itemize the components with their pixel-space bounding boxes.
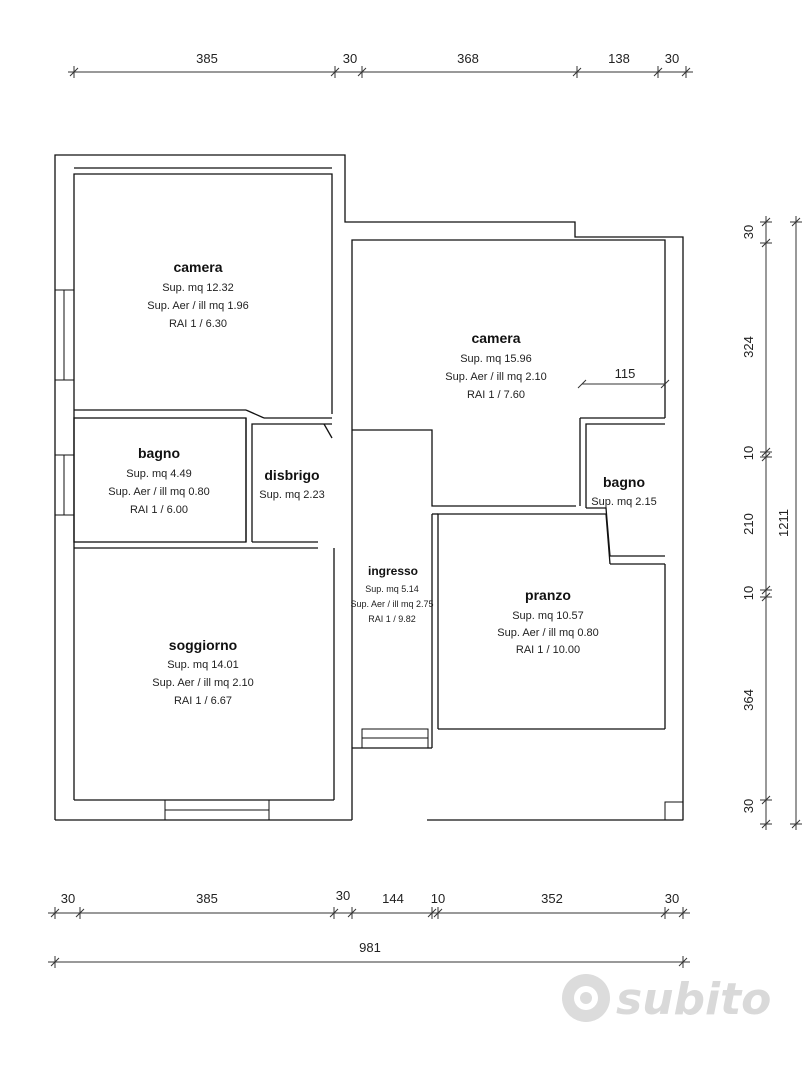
room-aer: Sup. Aer / ill mq 0.80: [497, 627, 599, 639]
dim-top-5: 30: [665, 51, 679, 66]
bottom-dimension-chain: [48, 907, 690, 968]
room-name: disbrigo: [264, 467, 319, 483]
internal-dimension: [577, 379, 670, 389]
top-dimension-chain: [68, 66, 693, 78]
room-camera-1: camera Sup. mq 12.32 Sup. Aer / ill mq 1…: [147, 259, 249, 330]
room-name: soggiorno: [169, 637, 237, 653]
room-rai: RAI 1 / 6.00: [130, 504, 188, 516]
room-ingresso: ingresso Sup. mq 5.14 Sup. Aer / ill mq …: [350, 564, 433, 624]
walls: [54, 154, 684, 821]
room-aer: Sup. Aer / ill mq 2.10: [152, 677, 254, 689]
room-rai: RAI 1 / 7.60: [467, 389, 525, 401]
dim-bottom-7: 30: [665, 891, 679, 906]
dim-top-3: 368: [457, 51, 479, 66]
room-name: bagno: [603, 474, 645, 490]
dim-bottom-4: 144: [382, 891, 404, 906]
dim-top-2: 30: [343, 51, 357, 66]
room-aer: Sup. Aer / ill mq 0.80: [108, 486, 210, 498]
dim-bottom-2: 385: [196, 891, 218, 906]
room-rai: RAI 1 / 10.00: [516, 644, 580, 656]
watermark-logo: subito: [562, 974, 771, 1025]
room-area: Sup. mq 15.96: [460, 353, 532, 365]
room-name: camera: [173, 259, 222, 275]
room-area: Sup. mq 12.32: [162, 282, 234, 294]
dim-top-4: 138: [608, 51, 630, 66]
room-aer: Sup. Aer / ill mq 2.10: [445, 371, 547, 383]
room-area: Sup. mq 14.01: [167, 659, 239, 671]
room-area: Sup. mq 5.14: [365, 584, 419, 594]
room-bagno-2: bagno Sup. mq 2.15: [591, 474, 656, 508]
room-soggiorno: soggiorno Sup. mq 14.01 Sup. Aer / ill m…: [152, 637, 254, 707]
dim-right-4: 210: [741, 513, 756, 535]
dim-right-2: 324: [741, 336, 756, 358]
dim-bottom-5: 10: [431, 891, 445, 906]
dim-total-height: 1211: [776, 509, 791, 537]
room-disbrigo: disbrigo Sup. mq 2.23: [259, 467, 324, 501]
room-bagno-1: bagno Sup. mq 4.49 Sup. Aer / ill mq 0.8…: [108, 445, 210, 516]
room-aer: Sup. Aer / ill mq 1.96: [147, 300, 249, 312]
room-pranzo: pranzo Sup. mq 10.57 Sup. Aer / ill mq 0…: [497, 587, 599, 656]
dim-internal: 115: [615, 366, 636, 381]
room-camera-2: camera Sup. mq 15.96 Sup. Aer / ill mq 2…: [445, 330, 547, 401]
dim-total-width: 981: [359, 940, 381, 955]
room-area: Sup. mq 2.23: [259, 489, 324, 501]
room-area: Sup. mq 2.15: [591, 496, 656, 508]
dim-bottom-6: 352: [541, 891, 563, 906]
windows: [54, 289, 684, 821]
room-aer: Sup. Aer / ill mq 2.75: [350, 599, 433, 609]
room-area: Sup. mq 10.57: [512, 610, 584, 622]
room-rai: RAI 1 / 6.67: [174, 695, 232, 707]
room-name: bagno: [138, 445, 180, 461]
room-area: Sup. mq 4.49: [126, 468, 191, 480]
room-name: ingresso: [368, 564, 418, 578]
dim-right-5: 10: [741, 586, 756, 600]
room-name: camera: [471, 330, 520, 346]
dim-top-1: 385: [196, 51, 218, 66]
dim-right-3: 10: [741, 446, 756, 460]
dim-right-1: 30: [741, 225, 756, 239]
dim-right-6: 364: [741, 689, 756, 711]
room-name: pranzo: [525, 587, 571, 603]
dim-right-7: 30: [741, 799, 756, 813]
dim-bottom-3: 30: [336, 888, 350, 903]
right-dimension-chain: [760, 216, 802, 830]
room-rai: RAI 1 / 6.30: [169, 318, 227, 330]
dim-bottom-1: 30: [61, 891, 75, 906]
room-rai: RAI 1 / 9.82: [368, 614, 416, 624]
watermark-text: subito: [616, 974, 771, 1025]
